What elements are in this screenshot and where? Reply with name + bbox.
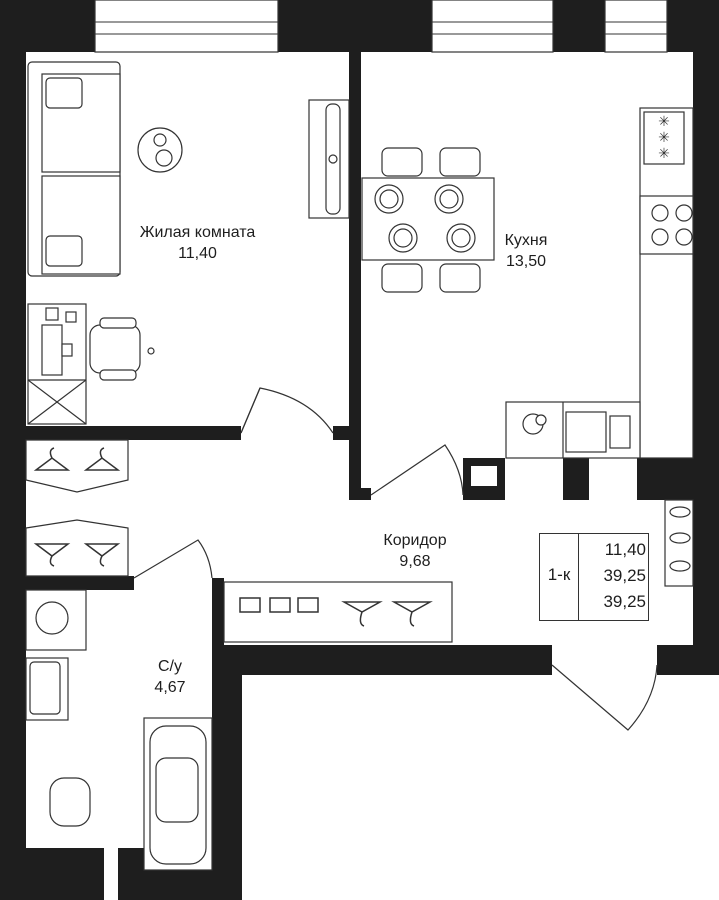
tv-icon [308,99,350,219]
room-living-name: Жилая комната [139,224,256,241]
bathroom-fixtures [25,589,213,871]
room-corridor-name: Коридор [383,532,447,549]
room-corridor-area: 9,68 [399,553,431,570]
sofa-icon [27,61,121,277]
hood-icon: ✳ ✳ ✳ [658,114,670,162]
summary-divider [578,533,579,621]
kitchen-counter-icon [505,107,694,459]
shoes-icon [664,499,694,587]
room-living-area: 11,40 [178,245,217,262]
room-bathroom-name: С/у [158,658,182,675]
area-values: 11,40 39,25 39,25 [582,537,646,615]
living-area-value: 11,40 [604,540,646,559]
hanger-icon [33,447,433,627]
room-bathroom-area: 4,67 [154,679,186,696]
desk-icon [27,303,87,425]
office-chair-icon [89,317,155,381]
svg-text:✳: ✳ [658,130,670,146]
doors [133,387,658,731]
dining-table-icon [361,147,495,293]
apartment-type: 1-к [547,565,571,584]
wardrobe-icon [25,439,453,643]
total-area-value: 39,25 [603,566,646,585]
coffee-table-icon [137,127,183,173]
svg-text:✳: ✳ [658,146,670,162]
room-kitchen-area: 13,50 [505,253,547,270]
room-kitchen-name: Кухня [504,232,548,249]
windows [94,0,668,53]
total-area-value-2: 39,25 [603,592,646,611]
area-summary-box [539,533,649,621]
svg-text:✳: ✳ [658,114,670,130]
